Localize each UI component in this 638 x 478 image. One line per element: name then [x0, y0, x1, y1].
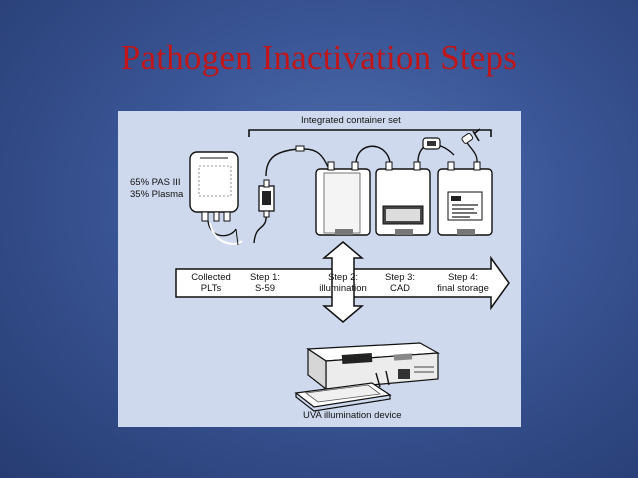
- slide-title: Pathogen Inactivation Steps: [120, 38, 518, 77]
- container-set-label: Integrated container set: [301, 115, 401, 126]
- step-3: Step 3: CAD: [380, 272, 420, 294]
- step-1-line2: S-59: [254, 283, 276, 294]
- step-4: Step 4: final storage: [430, 272, 496, 294]
- step-collected-line1: Collected: [191, 272, 231, 283]
- step-4-line1: Step 4:: [447, 272, 479, 283]
- container-set-bracket: [248, 129, 492, 137]
- step-1: Step 1: S-59: [240, 272, 290, 294]
- device-label: UVA illumination device: [303, 410, 402, 421]
- collection-bag-icon: [189, 151, 243, 246]
- process-diagram: [175, 128, 510, 412]
- bag-content-pas: 65% PAS III: [130, 177, 181, 188]
- illumination-bag-icon: [315, 161, 371, 236]
- step-3-line2: CAD: [389, 283, 411, 294]
- storage-bag-icon: [437, 128, 493, 236]
- uva-device-icon: [294, 342, 441, 412]
- step-2-line1: Step 2:: [327, 272, 359, 283]
- cad-bag-icon: [375, 161, 431, 236]
- bag-content-plasma: 35% Plasma: [130, 189, 184, 200]
- step-3-line1: Step 3:: [384, 272, 416, 283]
- clamp-icon: [422, 137, 441, 150]
- step-collected: Collected PLTs: [186, 272, 236, 294]
- step-1-line1: Step 1:: [249, 272, 281, 283]
- step-4-line2: final storage: [437, 283, 489, 294]
- step-collected-line2: PLTs: [200, 283, 222, 294]
- illumination-double-arrow: [321, 241, 365, 323]
- step-2-line2: illumination: [319, 283, 367, 294]
- step-2: Step 2: illumination: [310, 272, 376, 294]
- s59-container-icon: [253, 145, 305, 244]
- diagram-panel: Integrated container set 65% PAS III 35%…: [118, 111, 521, 427]
